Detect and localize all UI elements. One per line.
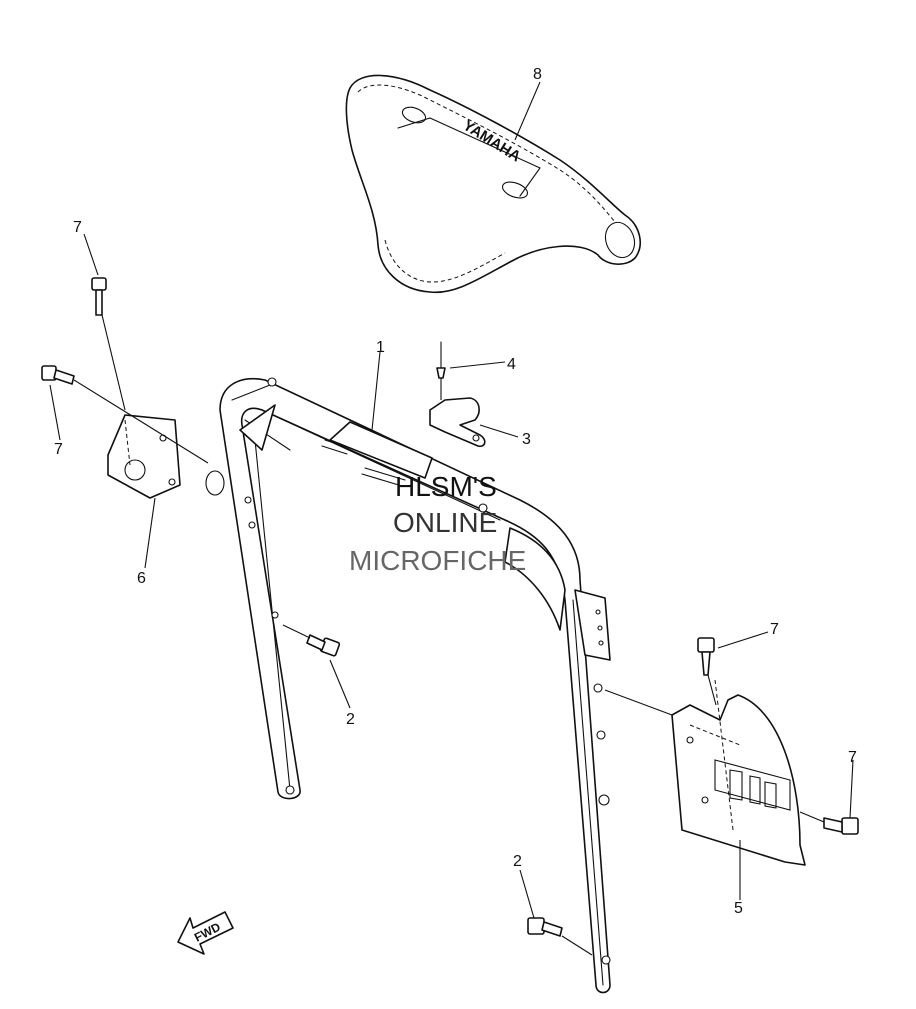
callout-3: 3 bbox=[522, 431, 531, 448]
handlebar-pad: YAMAHA bbox=[345, 74, 641, 294]
callout-8: 8 bbox=[533, 66, 542, 83]
callout-2-bottom: 2 bbox=[513, 853, 522, 870]
cable-clamp bbox=[429, 397, 486, 448]
fwd-arrow: FWD bbox=[177, 911, 234, 955]
watermark-line-3: MICROFICHE bbox=[349, 545, 526, 576]
callout-7-top-left: 7 bbox=[73, 219, 82, 236]
callout-2-middle: 2 bbox=[346, 711, 355, 728]
callout-7-right-top: 7 bbox=[770, 621, 779, 638]
bolt-7-right bbox=[823, 817, 859, 835]
assembly-lines bbox=[73, 314, 825, 956]
callout-leaders bbox=[49, 81, 854, 919]
bracket-left bbox=[107, 414, 181, 499]
callout-4: 4 bbox=[507, 356, 516, 373]
rivet bbox=[436, 341, 446, 379]
bolt-7-right-top bbox=[697, 637, 715, 676]
bolt-7-left bbox=[41, 365, 75, 385]
callout-7-left: 7 bbox=[54, 441, 63, 458]
handle-frame bbox=[205, 377, 611, 994]
side-plate bbox=[671, 679, 806, 866]
bolt-7-top-left bbox=[91, 277, 107, 316]
bolt-2-bottom bbox=[527, 917, 563, 937]
callout-1: 1 bbox=[376, 339, 385, 356]
watermark-line-2: ONLINE bbox=[393, 507, 497, 538]
callout-6: 6 bbox=[137, 570, 146, 587]
callout-5: 5 bbox=[734, 900, 743, 917]
callout-7-right: 7 bbox=[848, 749, 857, 766]
watermark-line-1: HLSM'S bbox=[395, 471, 497, 502]
bolt-2-middle bbox=[306, 634, 341, 657]
